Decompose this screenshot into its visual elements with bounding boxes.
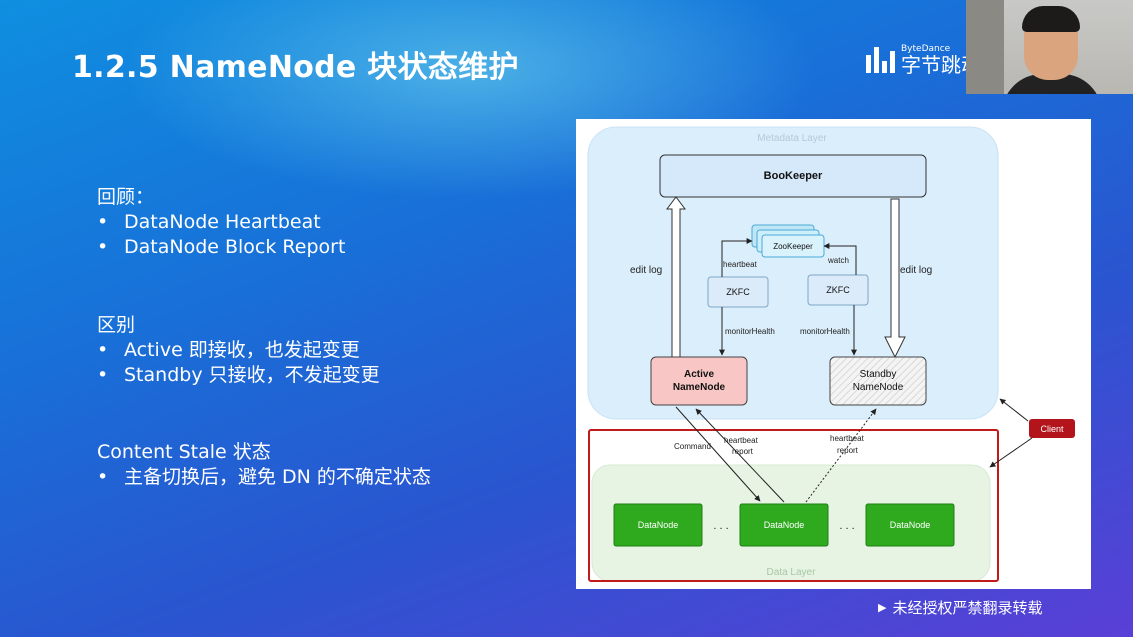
heartbeat-report-standby-label-2: report: [837, 446, 859, 455]
datanode-label-3: DataNode: [890, 520, 931, 530]
zookeeper-label: ZooKeeper: [773, 242, 813, 251]
datanode-box-3: [865, 503, 955, 547]
client-to-metadata-arrow: [999, 398, 1029, 422]
content-stale-item: 主备切换后，避免 DN 的不确定状态: [97, 465, 431, 490]
review-section: 回顾： DataNode Heartbeat DataNode Block Re…: [97, 185, 345, 260]
bytedance-logo: ByteDance 字节跳动: [866, 44, 981, 76]
watch-label: watch: [827, 256, 849, 265]
data-layer-label: Data Layer: [767, 567, 817, 578]
edit-log-up-arrow: [666, 196, 686, 362]
heartbeat-report-standby-label-1: heartbeat: [830, 434, 865, 443]
review-heading: 回顾：: [97, 186, 155, 208]
content-stale-heading: Content Stale 状态: [97, 441, 271, 463]
logo-english: ByteDance: [901, 44, 951, 54]
data-layer-highlight: [588, 429, 999, 582]
datanode-box-2: [739, 503, 829, 547]
slide-title: 1.2.5 NameNode 块状态维护: [72, 50, 519, 85]
command-arrow: [675, 406, 761, 502]
heartbeat-report-active-label-2: report: [732, 447, 754, 456]
heartbeat-report-standby-arrow: [805, 408, 877, 503]
heartbeat-report-active-label-1: heartbeat: [724, 436, 759, 445]
logo-bars-icon: [866, 47, 895, 73]
edit-log-down-arrow: [884, 198, 906, 359]
watermark-text: 未经授权严禁翻录转载: [892, 599, 1043, 617]
active-namenode-label-2: NameNode: [673, 382, 726, 393]
difference-item: Active 即接收，也发起变更: [97, 338, 380, 363]
command-label: Command: [674, 442, 711, 451]
content-stale-section: Content Stale 状态 主备切换后，避免 DN 的不确定状态: [97, 440, 431, 490]
difference-section: 区别 Active 即接收，也发起变更 Standby 只接收，不发起变更: [97, 313, 380, 388]
client-label: Client: [1040, 424, 1064, 434]
edit-log-left-label: edit log: [630, 265, 662, 276]
zkfc-right-label: ZKFC: [826, 285, 850, 295]
difference-heading: 区别: [97, 314, 136, 336]
client-to-data-arrow: [989, 437, 1033, 468]
edit-log-right-label: edit log: [900, 265, 932, 276]
active-namenode-box: [650, 356, 748, 406]
difference-item: Standby 只接收，不发起变更: [97, 363, 380, 388]
client-box: [1029, 419, 1075, 438]
architecture-diagram: Metadata Layer BooKeeper edit log edit l…: [576, 119, 1091, 589]
monitor-health-left-label: monitorHealth: [725, 327, 775, 336]
standby-namenode-label-2: NameNode: [853, 382, 904, 393]
zkfc-right-box: [807, 274, 869, 306]
review-item: DataNode Heartbeat: [97, 210, 345, 235]
copyright-watermark: ▶ 未经授权严禁翻录转载: [878, 597, 1042, 618]
heartbeat-zk-label: heartbeat: [723, 260, 758, 269]
mouse-cursor-icon: ▶: [878, 601, 887, 614]
logo-chinese: 字节跳动: [901, 53, 981, 77]
review-item: DataNode Block Report: [97, 235, 345, 260]
standby-namenode-label-1: Standby: [860, 369, 897, 380]
zkfc-left-label: ZKFC: [726, 287, 750, 297]
bookkeeper-label: BooKeeper: [764, 170, 823, 182]
monitor-health-right-label: monitorHealth: [800, 327, 850, 336]
heartbeat-report-active-arrow: [695, 408, 785, 503]
bookkeeper-box: [659, 154, 927, 198]
datanode-ellipsis-2: . . .: [839, 520, 854, 532]
metadata-layer-label: Metadata Layer: [757, 133, 827, 144]
standby-namenode-box: [829, 356, 927, 406]
datanode-label-2: DataNode: [764, 520, 805, 530]
datanode-box-1: [613, 503, 703, 547]
watch-arrow: [823, 243, 857, 275]
datanode-label-1: DataNode: [638, 520, 679, 530]
heartbeat-zk-arrow: [721, 238, 753, 277]
zkfc-left-box: [707, 276, 769, 308]
active-namenode-label-1: Active: [684, 369, 714, 380]
presenter-webcam: [966, 0, 1133, 94]
datanode-ellipsis-1: . . .: [713, 520, 728, 532]
